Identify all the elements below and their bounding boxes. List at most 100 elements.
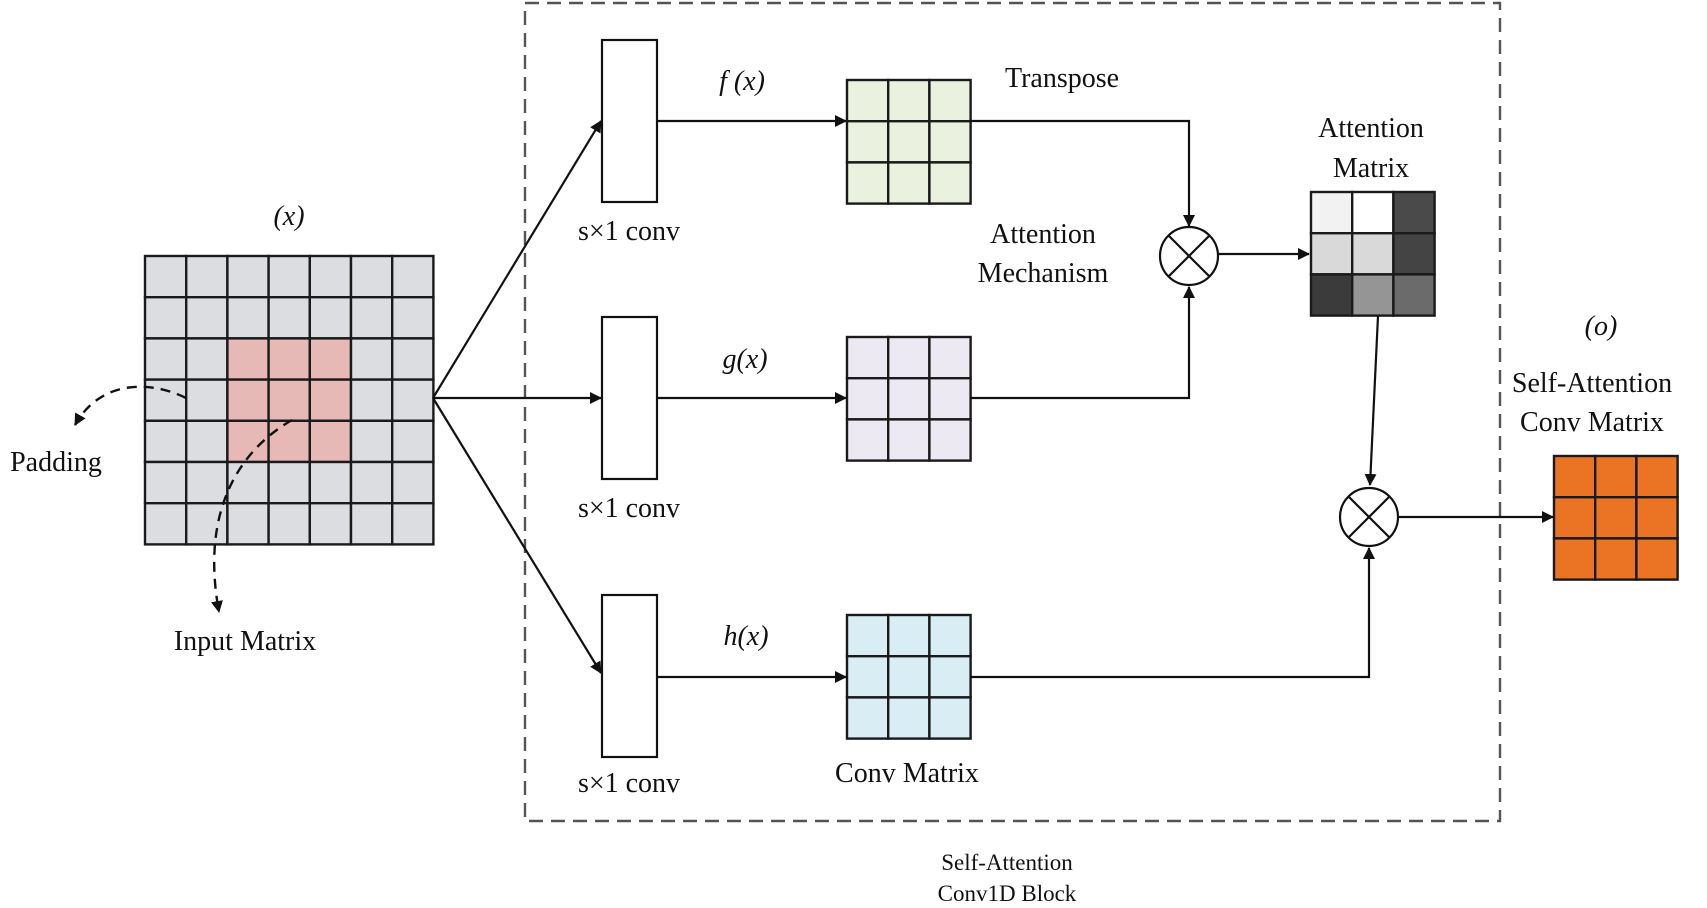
matrix-g-cell [928, 377, 972, 421]
matrix-f-cell [928, 78, 972, 123]
input-matrix-cell [308, 502, 353, 546]
matrix-g [845, 335, 972, 462]
attention-matrix-cell [1309, 231, 1354, 276]
input-matrix-cell [391, 337, 435, 381]
input-matrix-cell [143, 460, 188, 505]
output-label: (o) [1585, 311, 1618, 342]
input-matrix-cell [226, 502, 270, 546]
output-matrix-cell [1552, 537, 1597, 581]
input-matrix-cell [226, 337, 270, 381]
input-matrix-cell [349, 419, 394, 464]
input-matrix-cell [349, 378, 394, 423]
input-matrix-dashed-arrow [211, 418, 293, 613]
input-matrix-cell [143, 502, 188, 546]
matrix-h-cell [845, 655, 890, 699]
matrix-f-cell [928, 119, 972, 164]
matrix-h-cell [928, 655, 972, 699]
matrix-f-cell [845, 78, 890, 123]
input-matrix-cell [184, 378, 229, 423]
output-matrix-cell [1635, 454, 1679, 499]
matrix-f-cell [887, 119, 931, 164]
input-matrix-cell [184, 502, 229, 546]
attention-matrix-cell [1392, 273, 1436, 317]
input-matrix-cell [308, 337, 353, 381]
matrix-f-cell [845, 161, 890, 205]
input-matrix-cell [184, 254, 229, 299]
matrix-f-cell [845, 119, 890, 164]
input-matrix-cell [143, 419, 188, 464]
matrix-g-cell [845, 418, 890, 462]
multiply-node-1 [1158, 225, 1220, 287]
input-matrix-cell [226, 460, 270, 505]
input-matrix-cell [143, 337, 188, 381]
output-matrix-cell [1635, 537, 1679, 581]
input-matrix-cell [349, 337, 394, 381]
conv-block-h [600, 593, 659, 759]
attention-matrix-cell [1392, 190, 1436, 235]
input-matrix-cell [143, 254, 188, 299]
matrix-g-cell [887, 335, 931, 380]
input-label: (x) [273, 201, 304, 232]
matrix-g-cell [928, 418, 972, 462]
input-matrix-cell [184, 460, 229, 505]
input-matrix-label: Input Matrix [174, 626, 316, 657]
matrix-g-cell [887, 377, 931, 421]
input-matrix-cell [267, 254, 312, 299]
input-matrix-cell [184, 296, 229, 340]
input-matrix-cell [391, 460, 435, 505]
self-attention-block-frame [523, 1, 1502, 823]
matrix-g-cell [845, 377, 890, 421]
output-matrix-cell [1593, 454, 1638, 499]
conv-label-f: s×1 conv [578, 216, 680, 247]
func-label-g: g(x) [722, 344, 767, 375]
line-matrix-f-to-multiply [970, 119, 1195, 227]
attention-matrix-cell [1309, 190, 1354, 235]
output-title-line2: Conv Matrix [1520, 407, 1664, 438]
input-matrix-cell [391, 254, 435, 299]
func-label-f: f (x) [719, 66, 765, 97]
matrix-g-cell [887, 418, 931, 462]
matrix-h [845, 613, 972, 740]
padding-dashed-arrow [73, 385, 187, 426]
arrow-attention-matrix-to-multiply [1364, 315, 1380, 486]
input-matrix-cell [391, 502, 435, 546]
input-matrix-cell [349, 296, 394, 340]
output-matrix-cell [1552, 496, 1597, 540]
matrix-h-cell [845, 613, 890, 658]
matrix-f-cell [887, 78, 931, 123]
arrow-input-to-conv-h [432, 397, 602, 674]
attention-matrix [1309, 190, 1436, 317]
conv-block-f [600, 38, 659, 204]
input-matrix-cell [308, 254, 353, 299]
input-matrix-cell [226, 254, 270, 299]
attention-matrix-cell [1350, 231, 1395, 276]
conv-label-h: s×1 conv [578, 768, 680, 799]
input-matrix-cell [184, 419, 229, 464]
input-matrix-cell [391, 378, 435, 423]
matrix-g-cell [845, 335, 890, 380]
input-matrix [143, 254, 435, 546]
input-matrix-cell [184, 337, 229, 381]
attention-matrix-cell [1309, 273, 1354, 317]
input-matrix-cell [267, 419, 312, 464]
attention-matrix-cell [1350, 190, 1395, 235]
matrix-f-cell [887, 161, 931, 205]
matrix-h-cell [887, 696, 931, 740]
output-matrix-cell [1593, 496, 1638, 540]
block-title-line2: Conv1D Block [938, 881, 1077, 906]
output-matrix-cell [1635, 496, 1679, 540]
block-title-line1: Self-Attention [941, 850, 1073, 875]
attention-matrix-cell [1392, 231, 1436, 276]
conv-label-g: s×1 conv [578, 493, 680, 524]
line-matrix-g-to-multiply [970, 286, 1195, 400]
matrix-h-cell [887, 613, 931, 658]
input-matrix-cell [267, 296, 312, 340]
transpose-label: Transpose [1005, 63, 1119, 94]
conv-matrix-label: Conv Matrix [835, 758, 979, 789]
input-matrix-cell [267, 502, 312, 546]
matrix-h-cell [887, 655, 931, 699]
attention-matrix-cell [1350, 273, 1395, 317]
input-matrix-cell [226, 296, 270, 340]
input-matrix-cell [308, 460, 353, 505]
